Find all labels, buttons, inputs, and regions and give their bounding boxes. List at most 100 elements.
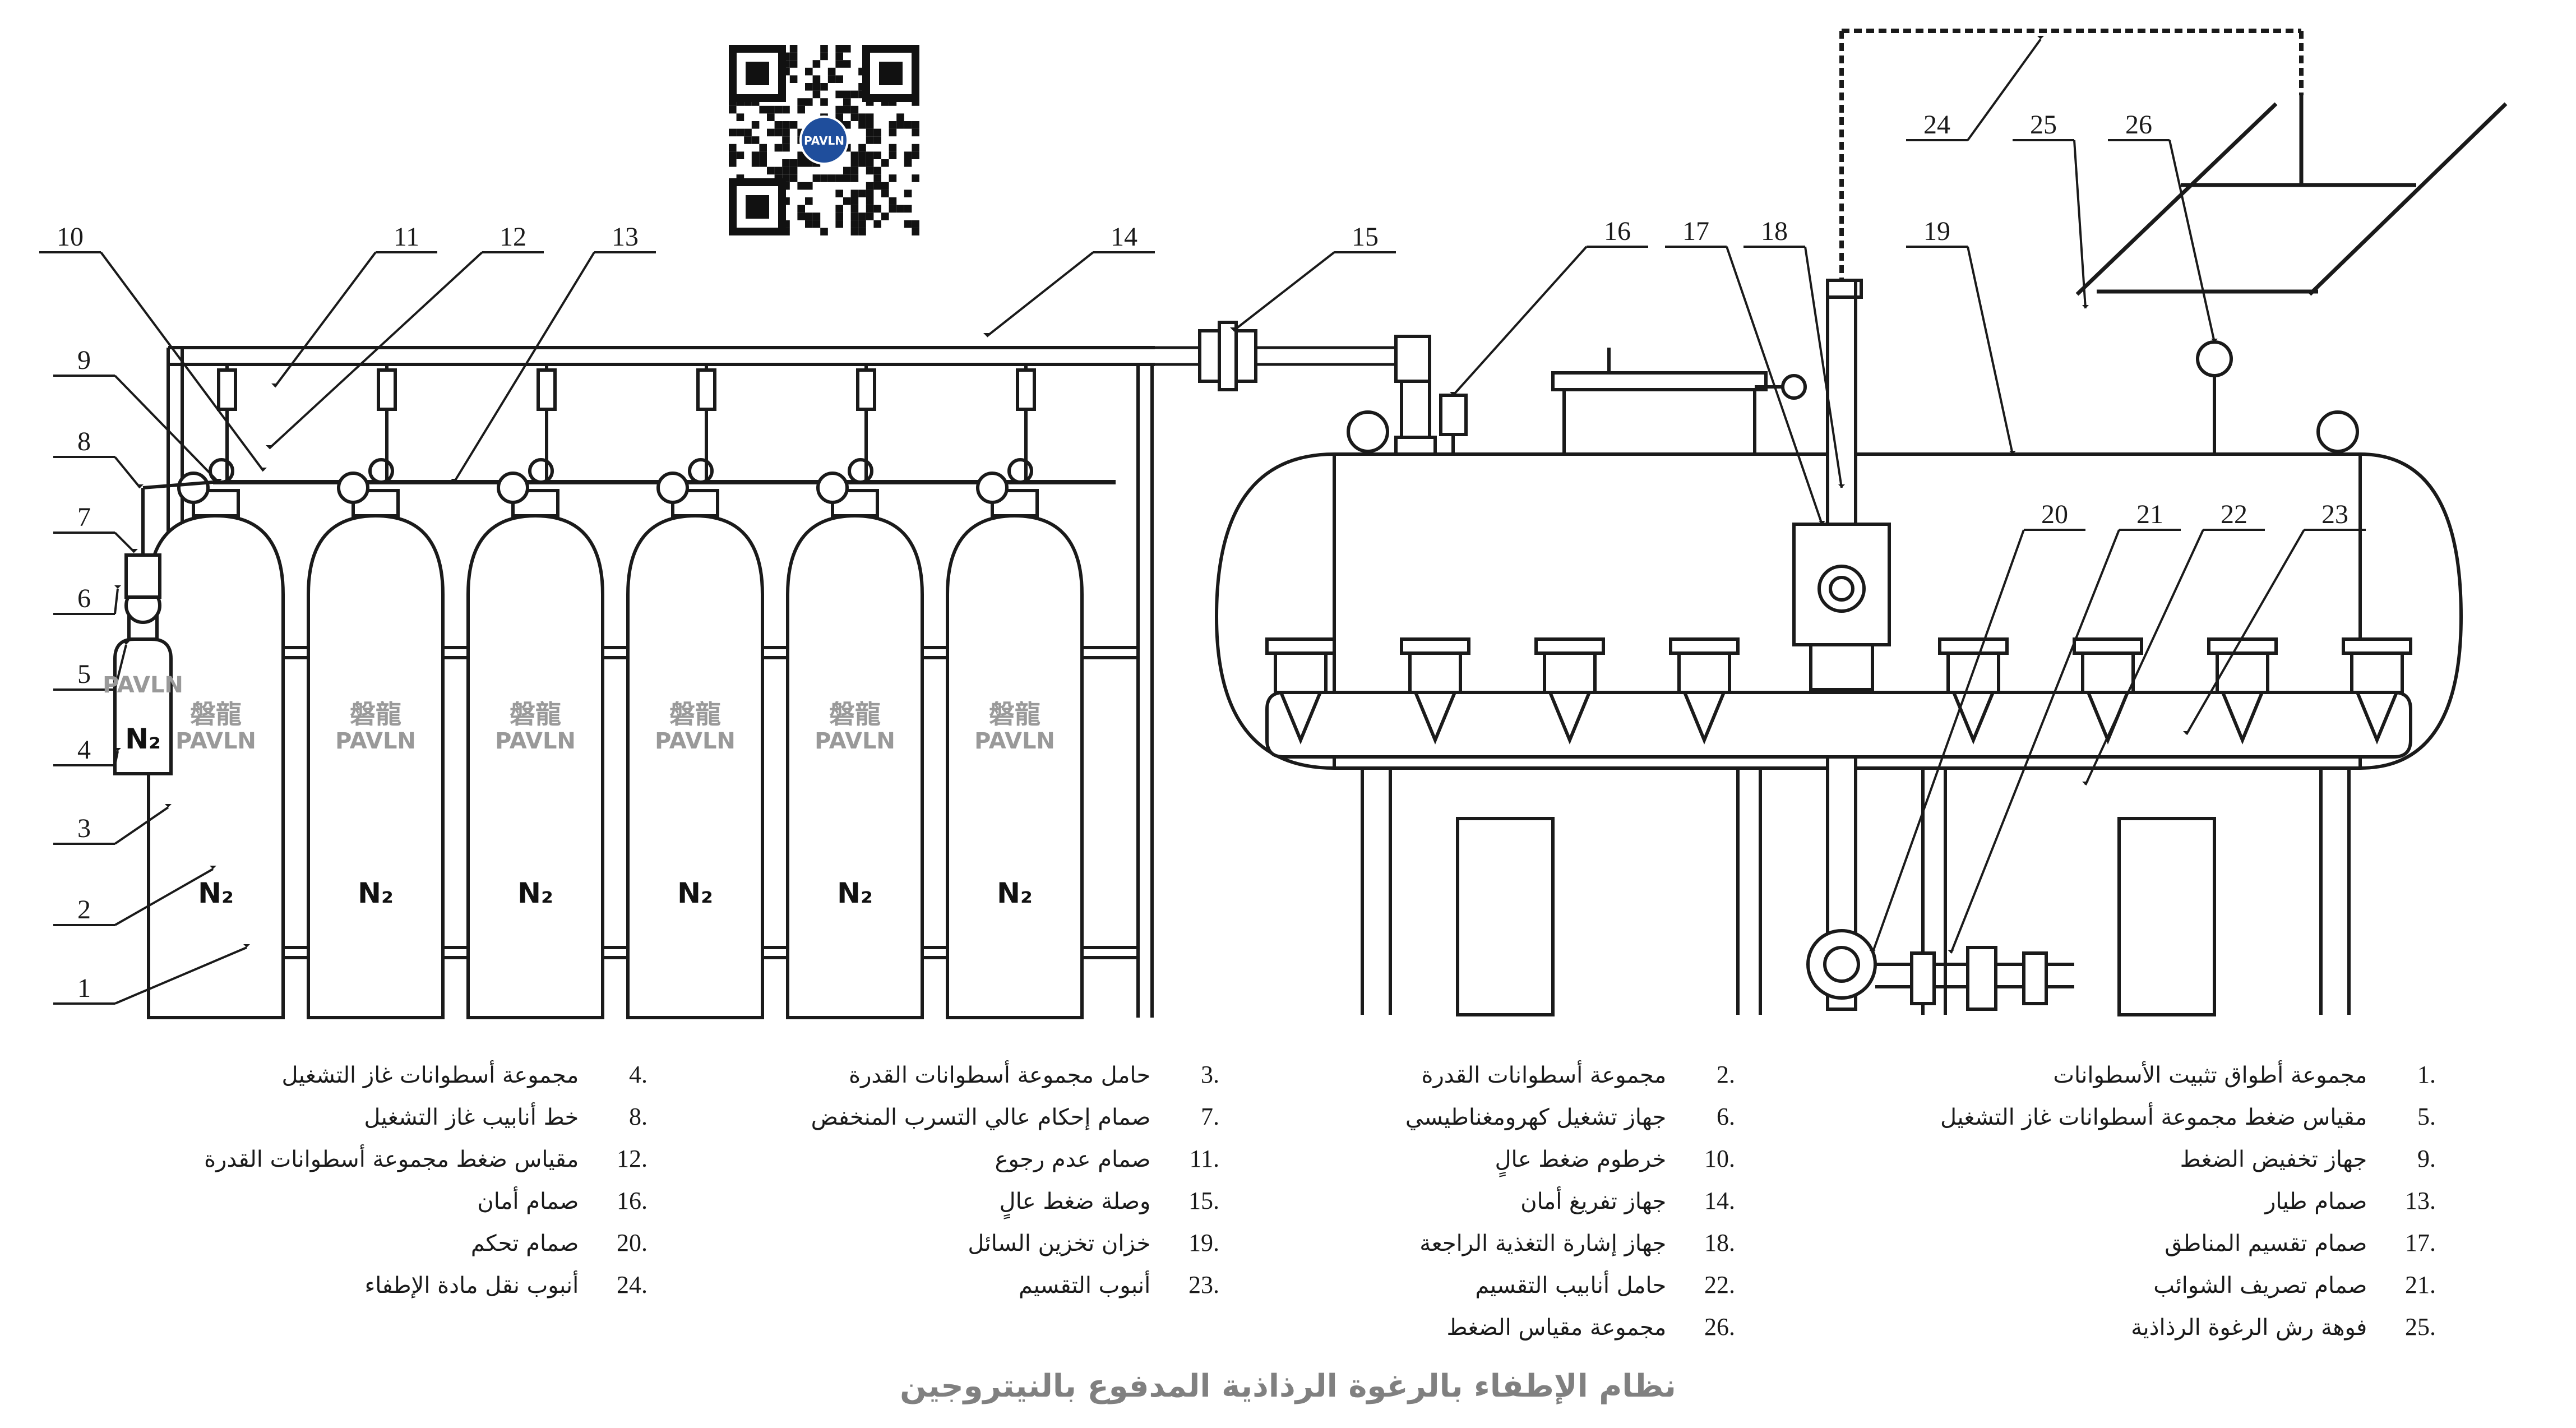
legend-text: حامل مجموعة أسطوانات القدرة: [849, 1062, 1158, 1088]
legend-text: خط أنابيب غاز التشغيل: [364, 1104, 586, 1130]
legend-number: 19.: [1188, 1229, 1219, 1256]
spray-nozzle-manifold: [2075, 95, 2508, 296]
zone-valve: [1400, 637, 1470, 745]
cylinder-label: N₂: [198, 877, 234, 909]
leader-line: [114, 946, 247, 1005]
brand-logo-cn: 磐龍: [190, 699, 242, 729]
leader-line: [100, 251, 265, 472]
callout-26: 26: [2125, 110, 2152, 140]
legend-number: 4.: [629, 1061, 648, 1088]
legend-text: حامل أنابيب التقسيم: [1475, 1273, 1673, 1298]
legend-text: خرطوم ضغط عالٍ: [1495, 1147, 1673, 1172]
leader-line: [2168, 140, 2216, 343]
legend-text: أنبوب نقل مادة الإطفاء: [364, 1273, 586, 1298]
brand-logo-cn: 磐龍: [989, 699, 1040, 729]
legend-item: 6. جهاز تشغيل كهرومغناطيسي: [1405, 1096, 1735, 1138]
callout-24: 24: [1923, 110, 1950, 140]
zone-valve: [2342, 637, 2412, 745]
leader-line: [114, 375, 220, 483]
legend-number: 3.: [1201, 1061, 1219, 1088]
legend-text: جهاز تفريغ أمان: [1520, 1189, 1673, 1214]
cylinder-label: N₂: [677, 877, 713, 909]
zone-valve: [1669, 637, 1740, 745]
legend-number: 7.: [1201, 1103, 1219, 1130]
callout-4: 4: [77, 735, 91, 765]
leader-line: [114, 868, 214, 926]
cylinder-label: N₂: [517, 877, 553, 909]
legend-text: وصلة ضغط عالٍ: [999, 1189, 1158, 1214]
leader-line: [114, 532, 136, 553]
brand-logo: PAVLN: [815, 728, 895, 754]
legend-item: 21. صمام تصريف الشوائب: [1940, 1264, 2436, 1306]
callout-15: 15: [1352, 222, 1379, 252]
leader-line: [114, 644, 127, 690]
legend-item: 16. صمام أمان: [204, 1180, 648, 1222]
legend-item: 17. صمام تقسيم المناطق: [1940, 1222, 2436, 1264]
legend-text: أنبوب التقسيم: [1018, 1273, 1158, 1298]
cylinder-label: N₂: [358, 877, 394, 909]
legend-text: خزان تخزين السائل: [968, 1231, 1158, 1256]
legend-item: 10. خرطوم ضغط عالٍ: [1405, 1138, 1735, 1180]
brand-logo-cn: 磐龍: [510, 699, 561, 729]
small-cylinder-label: N₂: [125, 723, 161, 755]
transfer-pipe: [1839, 29, 2304, 280]
legend-number: 11.: [1189, 1145, 1219, 1172]
legend-text: صمام تقسيم المناطق: [2165, 1231, 2374, 1256]
zone-valve: [2073, 637, 2143, 745]
leader-line: [1950, 529, 2120, 954]
leader-line: [2073, 140, 2087, 309]
leader-line: [1967, 38, 2042, 141]
legend-number: 6.: [1717, 1103, 1735, 1130]
leader-line: [986, 251, 1094, 338]
brand-logo-cn: 磐龍: [350, 699, 401, 729]
legend-number: 20.: [617, 1229, 648, 1256]
legend-item: 2. مجموعة أسطوانات القدرة: [1405, 1054, 1736, 1096]
leader-line: [114, 456, 141, 489]
callout-14: 14: [1111, 222, 1137, 252]
legend-number: 2.: [1717, 1061, 1735, 1088]
legend-number: 10.: [1704, 1145, 1735, 1172]
legend-item: 15. وصلة ضغط عالٍ: [811, 1180, 1219, 1222]
zone-valve: [1534, 637, 1605, 745]
legend-item: 19. خزان تخزين السائل: [811, 1222, 1219, 1264]
legend-text: مجموعة أطواق تثبيت الأسطوانات: [2053, 1062, 2374, 1088]
callout-1: 1: [77, 973, 91, 1003]
callout-20: 20: [2041, 500, 2068, 529]
legend-number: 25.: [2405, 1313, 2436, 1341]
legend-item: 22. حامل أنابيب التقسيم: [1405, 1264, 1735, 1306]
leader-line: [268, 251, 483, 450]
legend-text: صمام أمان: [477, 1189, 586, 1214]
cylinder-label: N₂: [837, 877, 873, 909]
power-cylinders: 磐龍PAVLNN₂磐龍PAVLNN₂磐龍PAVLNN₂磐龍PAVLNN₂磐龍PA…: [147, 364, 1084, 1019]
legend-text: صمام تصريف الشوائب: [2153, 1273, 2374, 1298]
legend-item: 24. أنبوب نقل مادة الإطفاء: [204, 1264, 648, 1306]
legend-text: مجموعة مقياس الضغط: [1446, 1315, 1673, 1341]
legend-item: 12. مقياس ضغط مجموعة أسطوانات القدرة: [204, 1138, 648, 1180]
brand-logo-cn: 磐龍: [669, 699, 721, 729]
legend-text: جهاز تشغيل كهرومغناطيسي: [1405, 1104, 1673, 1130]
callout-11: 11: [394, 222, 419, 252]
legend-item: 18. جهاز إشارة التغذية الراجعة: [1405, 1222, 1735, 1264]
leader-line: [114, 806, 169, 845]
leader-line: [1871, 529, 2025, 954]
legend-number: 15.: [1188, 1187, 1219, 1214]
leader-line: [2185, 529, 2305, 735]
legend-item: 11. صمام عدم رجوع: [811, 1138, 1219, 1180]
zone-valves: [1265, 637, 2412, 745]
callout-7: 7: [77, 502, 91, 532]
brand-logo: PAVLN: [175, 728, 256, 754]
leader-line: [1452, 246, 1588, 396]
legend-item: 26. مجموعة مقياس الضغط: [1405, 1306, 1736, 1348]
callout-6: 6: [77, 584, 91, 613]
legend-item: 1. مجموعة أطواق تثبيت الأسطوانات: [1940, 1054, 2436, 1096]
callout-17: 17: [1682, 216, 1709, 246]
legend-number: 22.: [1704, 1271, 1735, 1298]
liquid-storage-tank: [1214, 279, 2463, 1016]
legend-item: 4. مجموعة أسطوانات غاز التشغيل: [204, 1054, 648, 1096]
